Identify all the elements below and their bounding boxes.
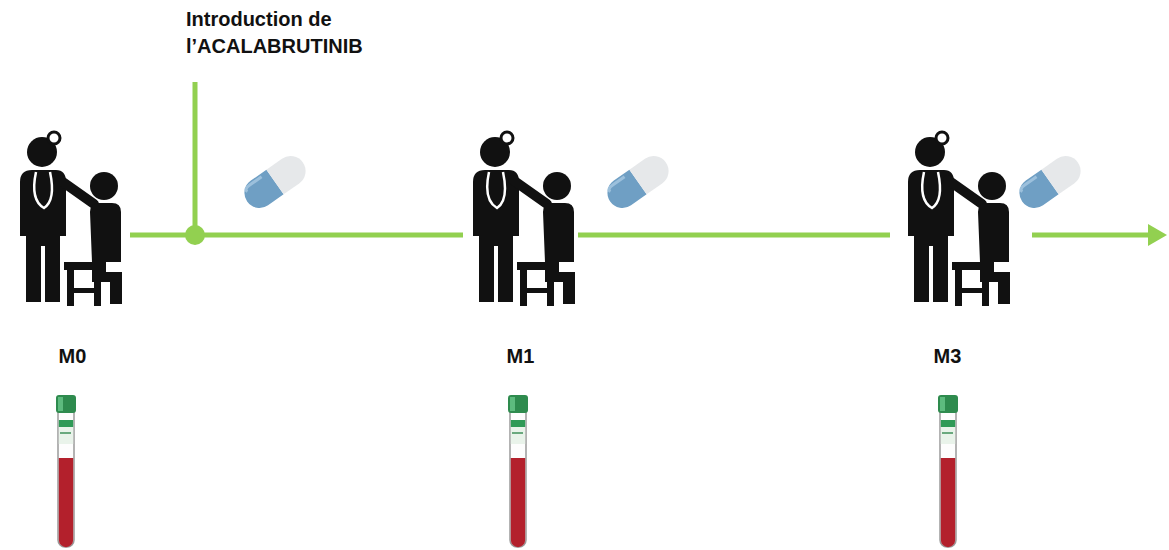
- blood-tube: [56, 395, 76, 547]
- intro-marker: [193, 82, 198, 235]
- visit-node: M0: [15, 128, 130, 368]
- intro-dot: [185, 225, 205, 245]
- pill-capsule: [602, 150, 675, 214]
- visit-node: M3: [890, 128, 1005, 368]
- pill-capsule: [1014, 150, 1087, 214]
- pill-capsule: [239, 150, 312, 214]
- timeline-segment: [130, 233, 463, 238]
- visit-label: M0: [15, 344, 130, 368]
- consultation-icon: [20, 132, 122, 306]
- timeline-arrow: [1032, 233, 1150, 238]
- blood-tube: [938, 395, 958, 547]
- visit-label: M3: [890, 344, 1005, 368]
- annotation-label: Introduction de l’ACALABRUTINIB: [186, 6, 396, 60]
- consultation-icon: [473, 132, 575, 306]
- arrow-head: [1148, 224, 1167, 246]
- blood-tube: [508, 395, 528, 547]
- consultation-icon: [908, 132, 1010, 306]
- visit-node: M1: [463, 128, 578, 368]
- timeline-segment: [578, 233, 890, 238]
- visit-label: M1: [463, 344, 578, 368]
